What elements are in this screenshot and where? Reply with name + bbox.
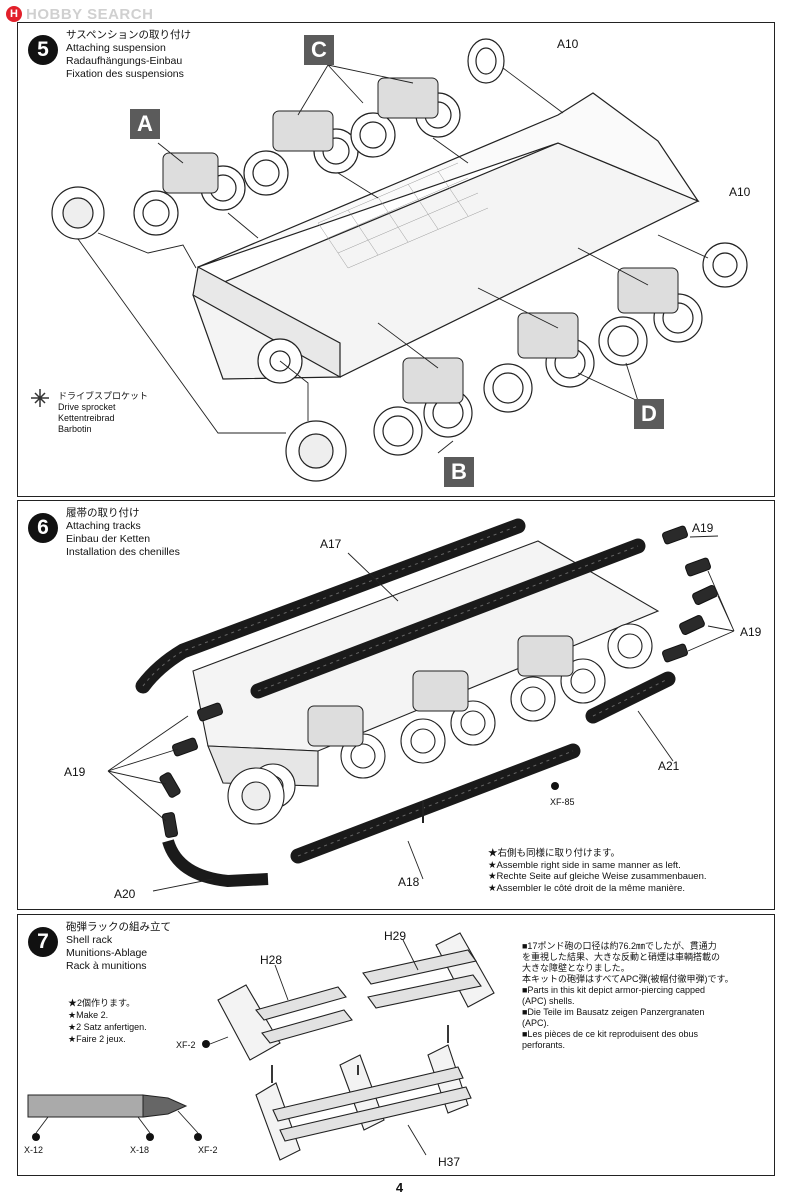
bogie-b xyxy=(402,357,464,404)
info-en-2: (APC) shells. xyxy=(522,996,575,1006)
label-xf85: XF-85 xyxy=(550,797,575,807)
step7-title-fr: Rack à munitions xyxy=(66,960,147,972)
make-two-en: ★Make 2. xyxy=(68,1010,109,1020)
xf85-paint-dot xyxy=(551,782,559,790)
step6-panel: 6 履帯の取り付け Attaching tracks Einbau der Ke… xyxy=(17,500,775,910)
label-x18: X-18 xyxy=(130,1145,150,1155)
step6-note: ★右側も同様に取り付けます。 ★Assemble right side in s… xyxy=(488,848,707,894)
bogie-a xyxy=(162,152,219,194)
info-fr-2: perforants. xyxy=(522,1040,566,1050)
info-ja-4: 本キットの砲弾はすべてAPC弾(被帽付徹甲弾)です。 xyxy=(522,974,734,984)
make-two-de: ★2 Satz anfertigen. xyxy=(68,1022,147,1032)
label-a10-right: A10 xyxy=(729,185,751,199)
callout-d: D xyxy=(634,399,664,429)
step7-badge: 7 xyxy=(28,927,58,957)
sprocket-label-de: Kettentreibrad xyxy=(58,413,115,423)
label-h29: H29 xyxy=(384,929,407,943)
callout-c: C xyxy=(304,35,334,65)
sprocket-legend-icon xyxy=(31,389,49,407)
watermark-text: HOBBY SEARCH xyxy=(26,5,154,23)
watermark-logo: H xyxy=(6,6,22,22)
bogie-c2 xyxy=(377,77,439,119)
info-ja-3: 大きな障壁となりました。 xyxy=(522,963,630,973)
sprocket-label-en: Drive sprocket xyxy=(58,402,116,412)
callout-b: B xyxy=(444,457,474,487)
step6-note-ja: ★右側も同様に取り付けます。 xyxy=(488,848,621,859)
watermark: H HOBBY SEARCH xyxy=(6,4,153,24)
label-x12: X-12 xyxy=(24,1145,44,1155)
tracks-diagram xyxy=(107,518,735,892)
label-a19-left: A19 xyxy=(64,765,86,779)
label-a20: A20 xyxy=(114,887,136,901)
step6-title-fr: Installation des chenilles xyxy=(66,546,180,558)
rack-h29-end xyxy=(435,932,495,1008)
step7-panel: 7 砲弾ラックの組み立て Shell rack Munitions-Ablage… xyxy=(17,914,775,1176)
step7-title-de: Munitions-Ablage xyxy=(66,947,148,959)
step5-title-en: Attaching suspension xyxy=(66,42,166,54)
info-ja-1: ■17ポンド砲の口径は約76.2㎜でしたが、貫通力 xyxy=(522,941,717,951)
step6-note-en: ★Assemble right side in same manner as l… xyxy=(488,859,681,871)
label-a18: A18 xyxy=(398,875,420,889)
label-a17: A17 xyxy=(320,537,342,551)
step5-title: サスペンションの取り付け Attaching suspension Radauf… xyxy=(66,29,191,81)
info-de-2: (APC). xyxy=(522,1018,549,1028)
shell-case xyxy=(27,1094,144,1118)
make-two-note: ★2個作ります。 ★Make 2. ★2 Satz anfertigen. ★F… xyxy=(68,997,147,1045)
label-h37: H37 xyxy=(438,1155,461,1169)
step6-title-ja: 履帯の取り付け xyxy=(66,507,140,519)
label-a19-top: A19 xyxy=(692,521,714,535)
page-number: 4 xyxy=(395,1180,404,1195)
make-two-fr: ★Faire 2 jeux. xyxy=(68,1034,126,1044)
step6-note-fr: ★Assembler le côté droit de la même mani… xyxy=(488,882,686,894)
suspension-diagram xyxy=(31,38,748,482)
label-xf2-rack: XF-2 xyxy=(176,1040,196,1050)
step5-title-ja: サスペンションの取り付け xyxy=(66,29,192,41)
step5-title-de: Radaufhängungs-Einbau xyxy=(66,55,183,67)
shell-rack-diagram xyxy=(27,932,495,1161)
step6-note-de: ★Rechte Seite auf gleiche Weise zusammen… xyxy=(488,871,707,882)
bogie-c1 xyxy=(272,110,334,152)
step7-title-ja: 砲弾ラックの組み立て xyxy=(66,921,171,933)
shell-info: ■17ポンド砲の口径は約76.2㎜でしたが、貫通力 を重視した結果、大きな反動と… xyxy=(522,941,734,1051)
label-h28: H28 xyxy=(260,953,283,967)
track-a21 xyxy=(585,671,676,724)
step5-title-fr: Fixation des suspensions xyxy=(66,68,184,80)
sprocket-legend: ドライブスプロケット Drive sprocket Kettentreibrad… xyxy=(58,391,148,435)
step6-badge: 6 xyxy=(28,513,58,543)
shell-projectile xyxy=(142,1094,188,1118)
step7-title: 砲弾ラックの組み立て Shell rack Munitions-Ablage R… xyxy=(66,921,171,973)
make-two-ja: ★2個作ります。 xyxy=(68,998,136,1008)
sprocket-label-ja: ドライブスプロケット xyxy=(58,391,149,401)
step7-title-en: Shell rack xyxy=(66,934,113,946)
bogie-d1 xyxy=(517,312,579,359)
label-xf2-shell: XF-2 xyxy=(198,1145,218,1155)
hull-top-rim xyxy=(197,92,700,268)
info-de-1: ■Die Teile im Bausatz zeigen Panzergrana… xyxy=(522,1007,705,1017)
info-en-1: ■Parts in this kit depict armor-piercing… xyxy=(522,985,706,995)
info-ja-2: を重視した結果、大きな反動と硝煙は車輌搭載の xyxy=(522,952,721,962)
step5-badge: 5 xyxy=(28,35,58,65)
hull-floor xyxy=(192,142,700,380)
label-a21: A21 xyxy=(658,759,680,773)
info-fr-1: ■Les pièces de ce kit reproduisent des o… xyxy=(522,1029,699,1039)
step6-title-de: Einbau der Ketten xyxy=(66,533,151,545)
sprocket-label-fr: Barbotin xyxy=(58,424,92,434)
step6-title: 履帯の取り付け Attaching tracks Einbau der Kett… xyxy=(66,507,180,559)
callout-a: A xyxy=(130,109,160,139)
step5-panel: 5 サスペンションの取り付け Attaching suspension Rada… xyxy=(17,22,775,497)
rack-h28-end xyxy=(217,984,281,1061)
step6-title-en: Attaching tracks xyxy=(66,520,141,532)
label-a10-top: A10 xyxy=(557,37,579,51)
bogie-d2 xyxy=(617,267,679,314)
label-a19-right: A19 xyxy=(740,625,762,639)
hull-body xyxy=(192,540,660,752)
